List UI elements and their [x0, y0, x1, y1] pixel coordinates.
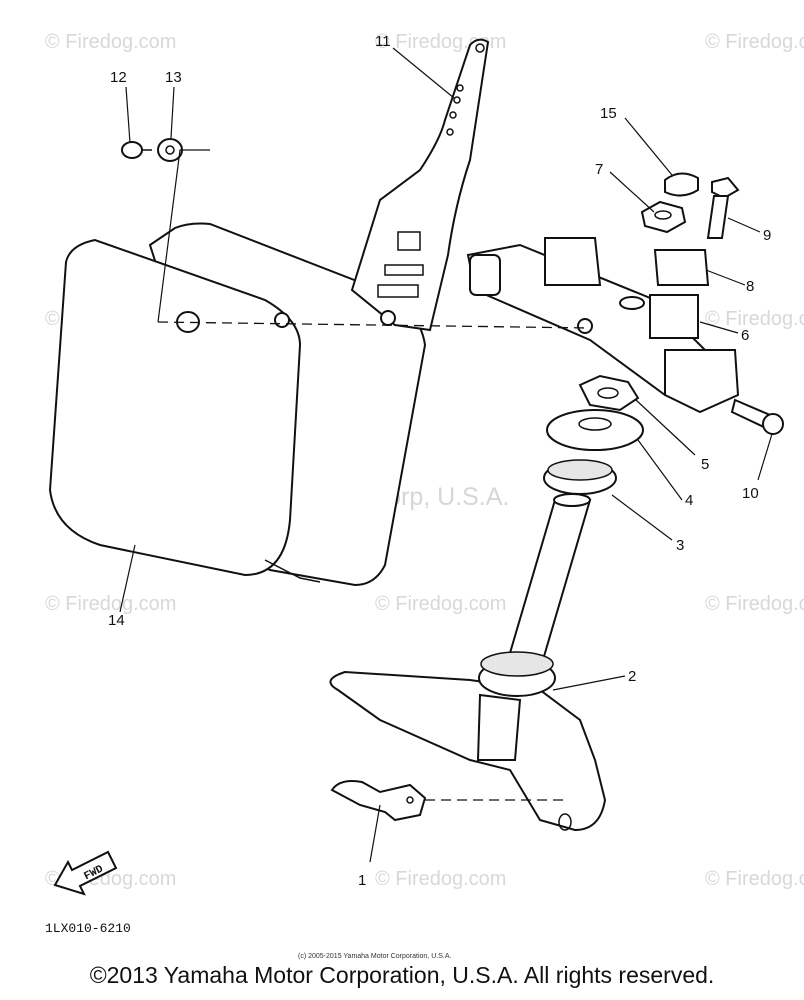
ring-nut-5-part: [578, 374, 640, 412]
watermark: © Firedog.com: [705, 593, 804, 615]
callout-7: 7: [595, 161, 603, 178]
callouts: 1 2 3 4 5 6 7 8 9 10 11 12 13 14 15: [108, 33, 771, 889]
callout-6: 6: [741, 327, 749, 344]
watermark: © Firedog.com: [705, 308, 804, 330]
bolt-10-part: [730, 398, 784, 435]
cable-guide-1-part: [330, 780, 427, 822]
callout-15: 15: [600, 105, 617, 122]
watermark: © Firedog.com: [705, 868, 804, 890]
callout-8: 8: [746, 278, 754, 295]
leader-lines: [119, 47, 773, 863]
assembly-line: [157, 321, 591, 329]
cap-15-part: [664, 172, 699, 197]
callout-14: 14: [108, 612, 125, 629]
footer-copyright: ©2013 Yamaha Motor Corporation, U.S.A. A…: [89, 962, 715, 988]
assembly-line: [157, 149, 210, 323]
watermark: © Firedog.com: [45, 31, 176, 53]
small-copyright: (c) 2005-2015 Yamaha Motor Corporation, …: [298, 953, 451, 960]
callout-1: 1: [358, 872, 366, 889]
number-plate-part: [48, 222, 427, 587]
upper-bracket-part: [466, 237, 740, 414]
callout-2: 2: [628, 668, 636, 685]
washer-13-part: [157, 138, 183, 162]
callout-5: 5: [701, 456, 709, 473]
watermark: © Firedog.com: [375, 868, 506, 890]
bearing-3-part: [543, 459, 617, 495]
headlight-bracket-part: [350, 38, 490, 332]
watermark: © Firedog.com: [375, 593, 506, 615]
callout-11: 11: [375, 33, 391, 50]
bearing-2-part: [478, 651, 556, 697]
callout-4: 4: [685, 492, 693, 509]
callout-12: 12: [110, 69, 127, 86]
callout-9: 9: [763, 227, 771, 244]
watermark: © Firedog.com: [705, 31, 804, 53]
bearing-cover-4-part: [546, 409, 644, 451]
watermark: © Firedog.com: [45, 593, 176, 615]
nut-7-part: [640, 200, 687, 234]
bolt-9-part: [706, 176, 740, 239]
diagram-code: 1LX010-6210: [45, 921, 131, 936]
callout-13: 13: [165, 69, 182, 86]
steering-stem-part: [329, 493, 607, 832]
callout-10: 10: [742, 485, 759, 502]
callout-3: 3: [676, 537, 684, 554]
bolt-12-part: [121, 141, 152, 159]
